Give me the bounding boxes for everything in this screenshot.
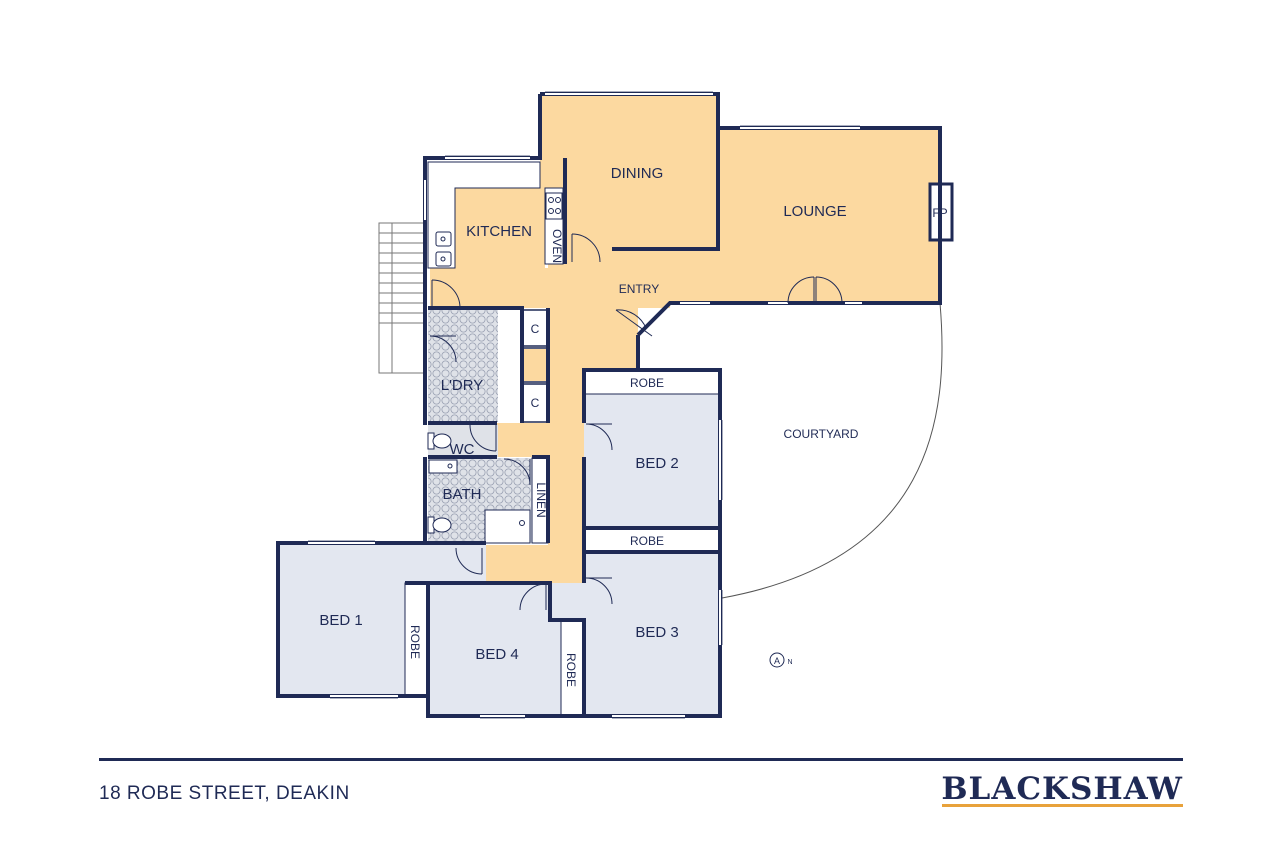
label-kitchen: KITCHEN	[466, 223, 532, 240]
footer-divider	[99, 758, 1183, 761]
stairs	[378, 222, 426, 374]
brand-logo: BLACKSHAW	[941, 771, 1183, 807]
brand-underline	[942, 804, 1183, 807]
window-lines	[308, 91, 860, 719]
label-fp: FP	[932, 206, 947, 220]
label-courtyard: COURTYARD	[784, 427, 859, 441]
robes	[404, 369, 721, 717]
label-wc: WC	[450, 441, 475, 458]
property-address: 18 ROBE STREET, DEAKIN	[99, 783, 350, 804]
toilet-icon	[427, 432, 458, 534]
label-laundry: L'DRY	[441, 377, 484, 394]
label-robe-bed1: ROBE	[408, 625, 422, 659]
label-cupboard-1: C	[531, 322, 540, 336]
label-bed1: BED 1	[319, 612, 362, 629]
compass-icon: A N	[769, 652, 793, 668]
bedroom-zone	[278, 370, 720, 716]
label-dining: DINING	[611, 165, 664, 182]
label-lounge: LOUNGE	[783, 203, 846, 220]
courtyard-outline	[721, 302, 943, 599]
label-robe-bed2: ROBE	[630, 376, 664, 390]
windows	[308, 93, 862, 717]
svg-text:N: N	[787, 659, 792, 666]
label-bed2: BED 2	[635, 455, 678, 472]
label-entry: ENTRY	[619, 282, 659, 296]
kitchen-bench	[427, 161, 564, 269]
svg-text:A: A	[774, 656, 780, 666]
laundry-tiles	[428, 310, 498, 422]
label-cupboard-2: C	[531, 396, 540, 410]
label-robe-bed4: ROBE	[564, 653, 578, 687]
cooktop-icon	[545, 192, 563, 220]
label-robe-bed3: ROBE	[630, 534, 664, 548]
living-zone	[430, 94, 940, 620]
sink-icon	[435, 231, 452, 267]
label-bed4: BED 4	[475, 646, 518, 663]
label-oven: OVEN	[550, 229, 564, 263]
label-linen: LINEN	[534, 482, 548, 517]
label-bed3: BED 3	[635, 624, 678, 641]
room-labels: DINING LOUNGE KITCHEN FP OVEN ENTRY L'DR…	[319, 165, 947, 687]
shower-icon	[484, 509, 531, 544]
label-bath: BATH	[443, 486, 482, 503]
floor-plan: A N DINING LOUNGE KITCHEN FP OVEN ENTRY …	[276, 91, 954, 719]
cupboard-mid-fill	[523, 349, 547, 381]
doors	[429, 233, 843, 611]
